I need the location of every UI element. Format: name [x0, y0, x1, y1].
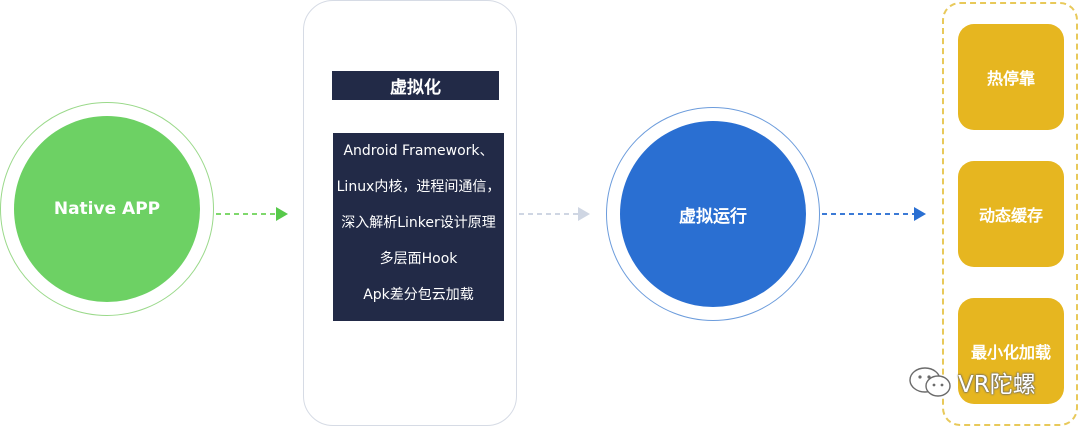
watermark-text: VR陀螺: [958, 372, 1036, 398]
outcome-dynamic-cache: 动态缓存: [958, 161, 1064, 267]
feature-item: Linux内核，进程间通信，: [336, 179, 501, 195]
outcome-hot-dock: 热停靠: [958, 24, 1064, 130]
feature-list: Android Framework、 Linux内核，进程间通信， 深入解析Li…: [333, 133, 504, 321]
feature-item: 深入解析Linker设计原理: [341, 215, 496, 231]
outcome-label: 热停靠: [986, 69, 1035, 88]
virtual-run-node: 虚拟运行: [620, 121, 806, 307]
native-app-node: Native APP: [14, 116, 200, 302]
wechat-icon: [909, 367, 951, 397]
arrow-run-to-outcomes: [822, 207, 926, 221]
watermark: VR陀螺: [906, 364, 1036, 400]
outcome-label: 动态缓存: [978, 206, 1043, 225]
arrow-native-to-virtualization: [216, 207, 288, 221]
outcome-group: [942, 2, 1078, 426]
native-app-label: Native APP: [53, 199, 161, 219]
virtualization-title-text: 虚拟化: [390, 78, 441, 98]
outcome-label: 最小化加载: [970, 343, 1051, 362]
arrow-virtualization-to-run: [519, 207, 590, 221]
feature-item: 多层面Hook: [379, 251, 458, 267]
virtual-run-label: 虚拟运行: [679, 206, 747, 227]
virtualization-title: 虚拟化: [332, 71, 499, 100]
outcome-minimal-load: 最小化加载: [958, 298, 1064, 404]
feature-item: Android Framework、: [343, 143, 494, 159]
native-app-ring: [0, 102, 214, 316]
feature-item: Apk差分包云加载: [363, 287, 474, 303]
virtual-run-ring: [606, 107, 820, 321]
